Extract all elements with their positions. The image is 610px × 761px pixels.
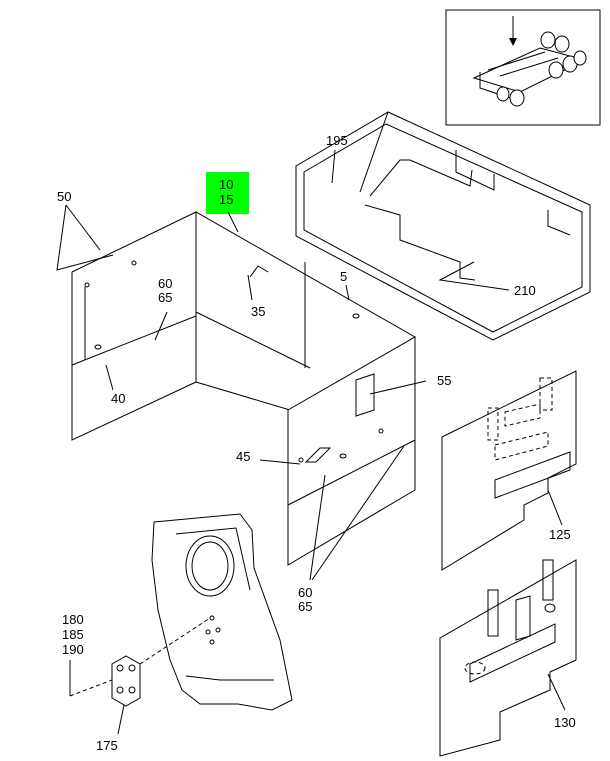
callout-50[interactable]: 50 bbox=[57, 189, 71, 204]
callout-180[interactable]: 180 bbox=[62, 612, 84, 627]
callout-60-a[interactable]: 60 bbox=[158, 276, 172, 291]
callout-35[interactable]: 35 bbox=[251, 304, 265, 319]
callout-40[interactable]: 40 bbox=[111, 391, 125, 406]
panel-125 bbox=[441, 370, 577, 571]
callout-195[interactable]: 195 bbox=[326, 133, 348, 148]
callout-65-a[interactable]: 65 bbox=[158, 290, 172, 305]
callout-210[interactable]: 210 bbox=[514, 283, 536, 298]
panel-130 bbox=[439, 559, 577, 757]
callout-5[interactable]: 5 bbox=[340, 269, 347, 284]
callout-175[interactable]: 175 bbox=[96, 738, 118, 753]
callout-10[interactable]: 10 bbox=[219, 177, 233, 192]
arrow-down-icon bbox=[509, 38, 517, 46]
door-seal bbox=[295, 111, 591, 341]
callout-15[interactable]: 15 bbox=[219, 192, 233, 207]
callout-125[interactable]: 125 bbox=[549, 527, 571, 542]
callout-60-b[interactable]: 60 bbox=[298, 585, 312, 600]
plate-175 bbox=[111, 655, 141, 707]
callout-highlight[interactable] bbox=[206, 172, 249, 214]
callouts: 10 15 50 195 5 60 65 35 210 40 55 45 125… bbox=[57, 133, 576, 753]
callout-65-b[interactable]: 65 bbox=[298, 599, 312, 614]
leader-lines bbox=[56, 149, 566, 735]
callout-55[interactable]: 55 bbox=[437, 373, 451, 388]
callout-185[interactable]: 185 bbox=[62, 627, 84, 642]
battery-box bbox=[71, 211, 416, 441]
side-panel bbox=[287, 336, 416, 566]
cab-corner-panel bbox=[151, 513, 293, 711]
locator-inset bbox=[445, 9, 601, 126]
callout-190[interactable]: 190 bbox=[62, 642, 84, 657]
callout-45[interactable]: 45 bbox=[236, 449, 250, 464]
callout-130[interactable]: 130 bbox=[554, 715, 576, 730]
